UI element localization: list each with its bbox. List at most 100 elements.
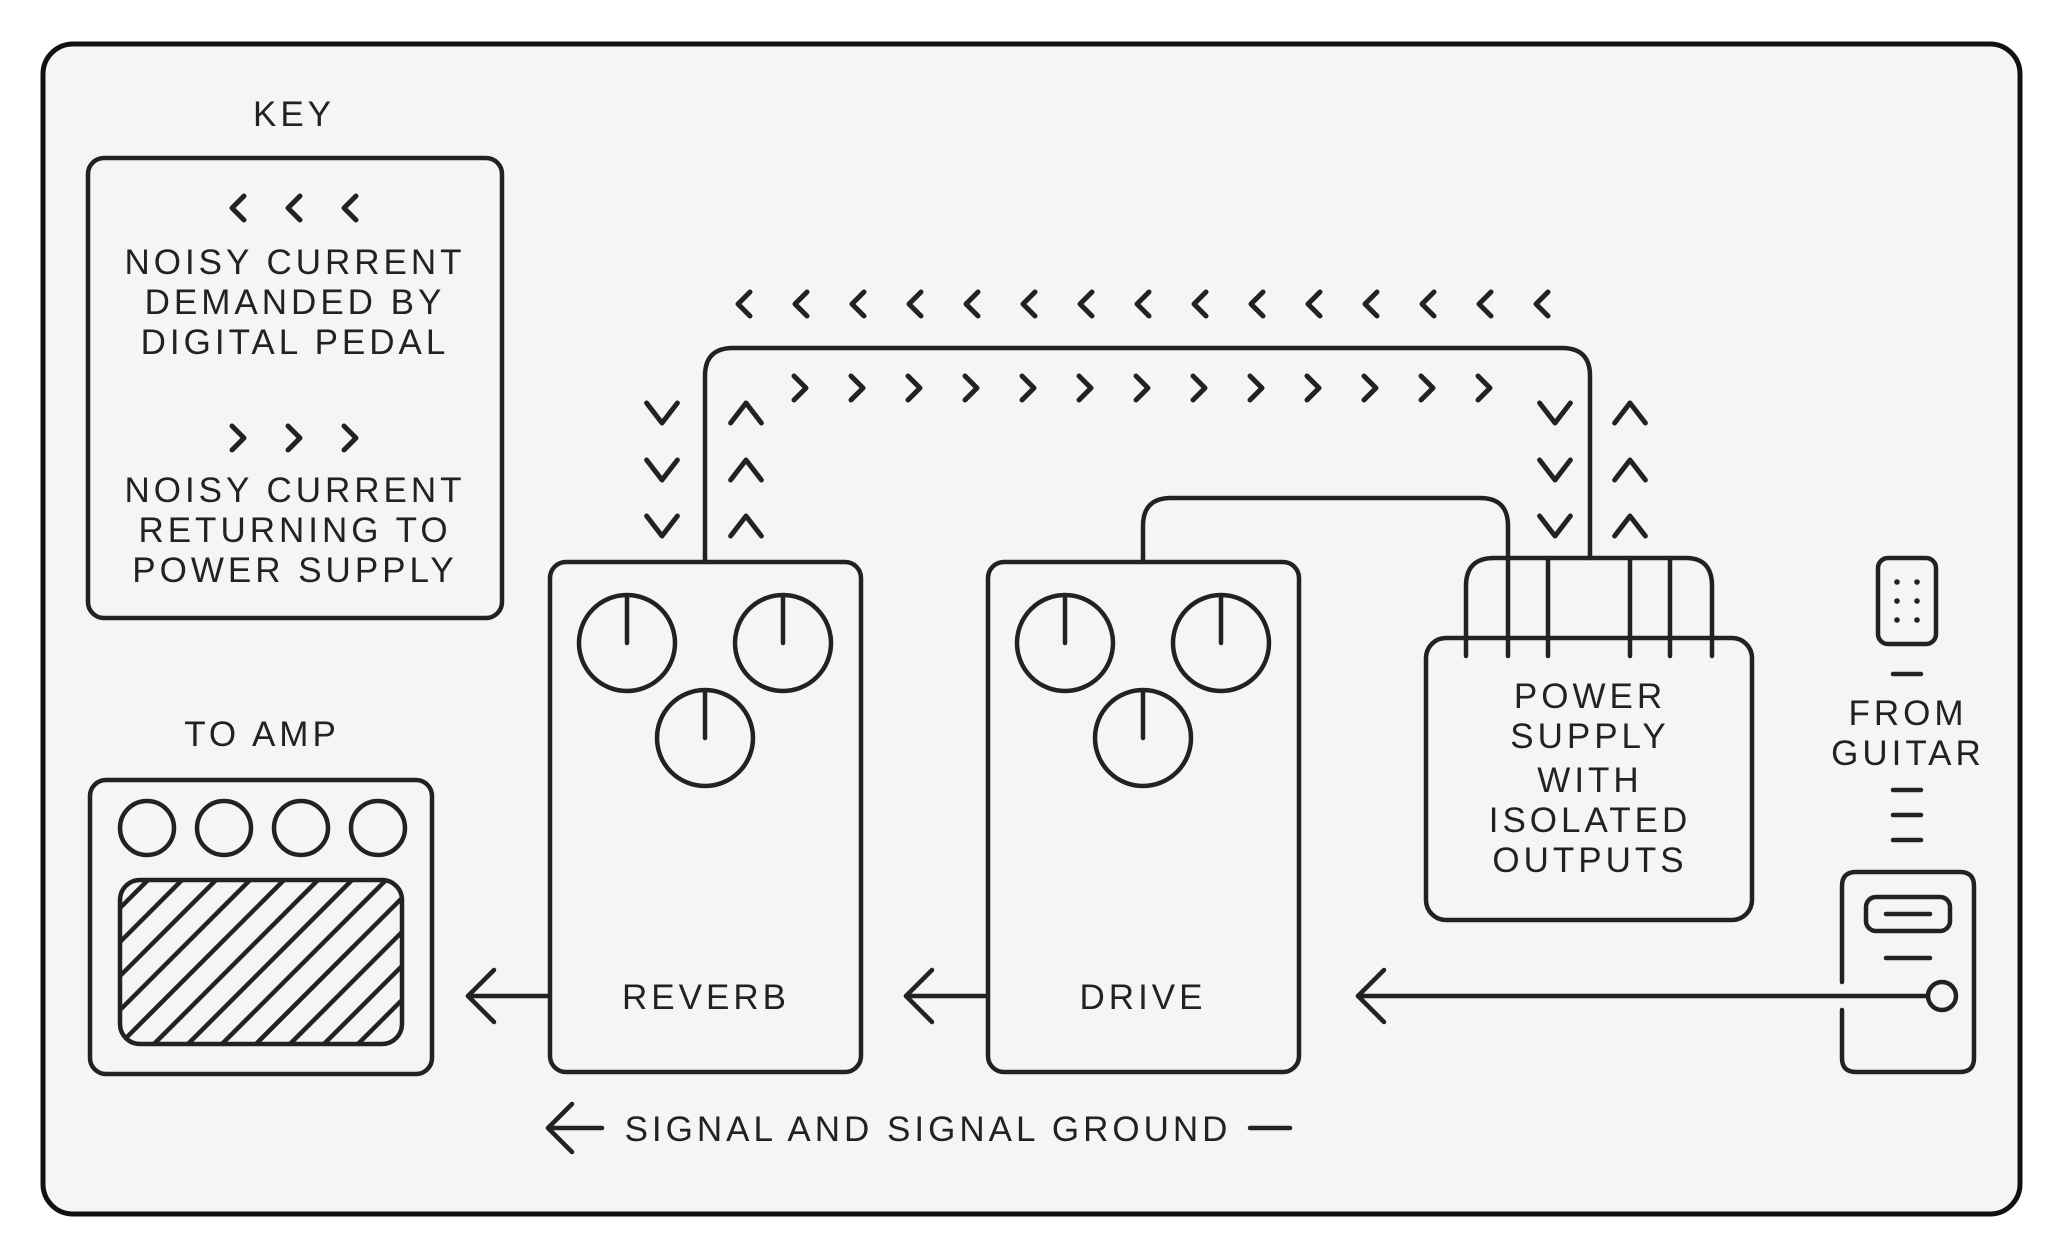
chevron-left-icon: [341, 193, 359, 223]
guitar-signal-cable: [1355, 967, 1959, 1025]
arrow-left-icon: [903, 967, 989, 1025]
grill-hatch-line: [120, 880, 252, 1044]
key-box: [85, 155, 505, 621]
chevron-left-icon: [1533, 289, 1551, 319]
key-demanded-label-line-1: NOISY CURRENT: [124, 243, 465, 282]
chevron-left-icon: [1077, 289, 1095, 319]
key-returning-chevrons: [229, 423, 359, 453]
chevron-down-icon: [644, 513, 680, 539]
noisy-current-down-chevrons: [644, 400, 1573, 539]
chevron-left-icon: [1248, 289, 1266, 319]
key-returning-label-line-2: RETURNING TO: [138, 511, 451, 550]
knob-icon: [732, 592, 834, 694]
chevron-left-icon: [1305, 289, 1323, 319]
grill-hatch-line: [120, 880, 218, 1044]
chevron-right-icon: [1190, 373, 1208, 403]
reverb-pedal: REVERB: [547, 559, 864, 1075]
grill-hatch-line: [120, 880, 184, 1044]
guitar-pickup-icon: [1875, 555, 1939, 647]
signal-legend-label: SIGNAL AND SIGNAL GROUND: [625, 1110, 1232, 1149]
chevron-right-icon: [285, 423, 303, 453]
noisy-current-returning-chevrons: [791, 373, 1493, 403]
reverb-label: REVERB: [622, 978, 790, 1017]
power-supply-label-line-1: POWER: [1514, 677, 1666, 716]
chevron-left-icon: [906, 289, 924, 319]
chevron-down-icon: [644, 400, 680, 426]
grill-hatch-line: [152, 880, 320, 1044]
key-panel: KEY NOISY CURRENT DEMANDED BY DIGITAL PE…: [85, 95, 505, 621]
chevron-down-icon: [644, 457, 680, 483]
arrow-left-icon: [465, 967, 551, 1025]
grill-hatch-line: [0, 880, 12, 1044]
grill-hatch-line: [356, 880, 402, 1044]
arrow-left-icon: [545, 1101, 575, 1155]
chevron-right-icon: [848, 373, 866, 403]
noisy-current-demanded-chevrons: [735, 289, 1551, 319]
chevron-left-icon: [849, 289, 867, 319]
drive-pedal: DRIVE: [985, 559, 1302, 1075]
chevron-up-icon: [1612, 400, 1648, 426]
chevron-left-icon: [1191, 289, 1209, 319]
chevron-down-icon: [1537, 513, 1573, 539]
amp-knob-icon: [348, 798, 408, 858]
chevron-right-icon: [962, 373, 980, 403]
knob-icon: [654, 687, 756, 789]
key-title: KEY: [253, 95, 335, 134]
key-demanded-chevrons: [229, 193, 359, 223]
chevron-right-icon: [1361, 373, 1379, 403]
amp-knob-icon: [194, 798, 254, 858]
chevron-right-icon: [1247, 373, 1265, 403]
knob-icon: [1014, 592, 1116, 694]
guitar-label-line-2: GUITAR: [1831, 734, 1985, 773]
grill-hatch-line: [288, 880, 402, 1044]
chevron-right-icon: [1019, 373, 1037, 403]
power-supply-label-line-2: SUPPLY: [1510, 717, 1670, 756]
chevron-right-icon: [1133, 373, 1151, 403]
amp-knob-icon: [271, 798, 331, 858]
key-returning-label-line-1: NOISY CURRENT: [124, 471, 465, 510]
chevron-left-icon: [229, 193, 247, 223]
chevron-right-icon: [905, 373, 923, 403]
knob-icon: [1092, 687, 1194, 789]
grill-hatch-line: [120, 880, 286, 1044]
chevron-down-icon: [1537, 457, 1573, 483]
chevron-left-icon: [792, 289, 810, 319]
chevron-left-icon: [963, 289, 981, 319]
guitar: FROM GUITAR: [1831, 555, 1985, 1075]
drive-power-cable: [1140, 495, 1511, 565]
chevron-left-icon: [1134, 289, 1152, 319]
key-demanded-label-line-2: DEMANDED BY: [145, 283, 446, 322]
chevron-down-icon: [1537, 400, 1573, 426]
chevron-up-icon: [728, 513, 764, 539]
chevron-up-icon: [728, 400, 764, 426]
power-supply-body: [1423, 635, 1755, 923]
power-supply-label-line-4: ISOLATED: [1489, 801, 1692, 840]
chevron-left-icon: [285, 193, 303, 223]
signal-legend: SIGNAL AND SIGNAL GROUND: [545, 1101, 1293, 1155]
amp-speaker-grill-outline: [117, 877, 405, 1047]
power-supply-label-line-3: WITH: [1537, 761, 1642, 800]
jack-icon: [1925, 979, 1959, 1013]
key-returning-label-line-3: POWER SUPPLY: [132, 551, 457, 590]
grill-hatch-line: [220, 880, 388, 1044]
chevron-right-icon: [1418, 373, 1436, 403]
chevron-left-icon: [1476, 289, 1494, 319]
grill-hatch-line: [0, 880, 46, 1044]
reverb-power-cable: [702, 345, 1593, 565]
amp-label: TO AMP: [184, 715, 340, 754]
chevron-right-icon: [1475, 373, 1493, 403]
chevron-left-icon: [1419, 289, 1437, 319]
knob-icon: [1170, 592, 1272, 694]
knob-icon: [576, 592, 678, 694]
guitar-label-line-1: FROM: [1848, 694, 1967, 733]
amp: TO AMP: [0, 715, 435, 1077]
key-demanded-label-line-3: DIGITAL PEDAL: [141, 323, 450, 362]
drive-label: DRIVE: [1080, 978, 1207, 1017]
chevron-up-icon: [728, 457, 764, 483]
grill-hatch-line: [254, 880, 402, 1044]
chevron-up-icon: [1612, 457, 1648, 483]
chevron-left-icon: [735, 289, 753, 319]
power-supply: POWER SUPPLY WITH ISOLATED OUTPUTS: [1423, 555, 1755, 923]
chevron-right-icon: [341, 423, 359, 453]
